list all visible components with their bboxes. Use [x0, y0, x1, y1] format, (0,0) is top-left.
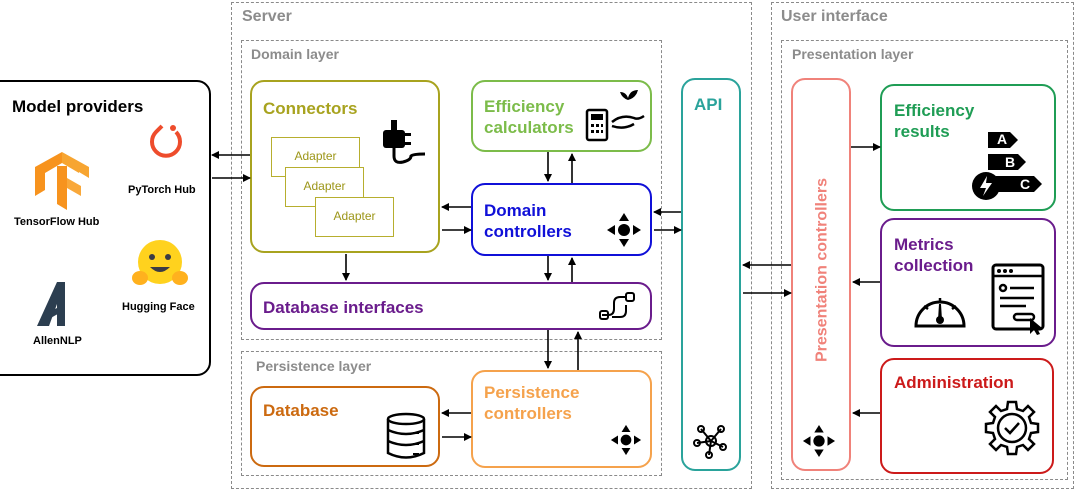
grade-c-label: C: [1020, 176, 1031, 192]
allennlp-label: AllenNLP: [33, 335, 82, 347]
tensorflow-logo-icon: [35, 152, 89, 210]
model-providers-box: Model providers: [0, 80, 211, 376]
pytorch-logo-icon: [150, 124, 182, 158]
connectors-title: Connectors: [263, 99, 358, 118]
administration-box: Administration: [880, 358, 1054, 474]
pytorch-hub-label: PyTorch Hub: [128, 184, 196, 196]
presentation-layer-frame: Presentation layer: [781, 40, 1068, 480]
api-box: API: [681, 78, 741, 471]
gear-check-icon: [984, 400, 1040, 456]
persistence-controllers-title-line1: Persistence: [484, 383, 580, 402]
hugging-face-logo-icon: [132, 240, 188, 285]
server-title: Server: [242, 8, 292, 25]
calculator-plant-icon: [585, 90, 645, 142]
efficiency-results-title-line1: Efficiency: [894, 101, 975, 120]
efficiency-results-title-line2: results: [894, 122, 950, 141]
domain-controllers-title-line2: controllers: [484, 222, 572, 241]
form-window-icon: [991, 263, 1045, 335]
network-hub-icon: [693, 425, 727, 459]
administration-title: Administration: [894, 373, 1014, 392]
persistence-controllers-box: Persistence controllers: [471, 370, 652, 468]
metrics-collection-title-line1: Metrics: [894, 235, 954, 254]
allennlp-logo-icon: [37, 282, 65, 326]
metrics-collection-box: Metrics collection: [880, 218, 1056, 347]
directional-pad-icon: [802, 424, 836, 458]
persistence-layer-title: Persistence layer: [256, 358, 372, 374]
model-providers-title: Model providers: [12, 97, 144, 116]
server-frame: Server: [231, 2, 752, 489]
tensorflow-hub-label: TensorFlow Hub: [14, 216, 100, 228]
database-box: Database: [250, 386, 440, 467]
user-interface-title: User interface: [781, 8, 888, 25]
domain-layer-frame: Domain layer: [241, 40, 662, 340]
efficiency-calculators-title-line2: calculators: [484, 118, 574, 137]
energy-label-icon: [972, 132, 1042, 200]
hugging-face-label: Hugging Face: [122, 301, 195, 313]
database-interfaces-box: Database interfaces: [250, 282, 652, 330]
domain-controllers-title-line1: Domain: [484, 201, 547, 220]
database-title: Database: [263, 401, 339, 420]
api-title: API: [694, 95, 723, 114]
persistence-layer-frame: Persistence layer: [241, 351, 662, 476]
directional-pad-icon: [607, 213, 641, 247]
persistence-controllers-title-line2: controllers: [484, 404, 572, 423]
cable-connector-icon: [599, 292, 635, 320]
gauge-icon: [914, 298, 966, 328]
metrics-collection-title-line2: collection: [894, 256, 974, 275]
grade-a-label: A: [997, 131, 1008, 147]
presentation-controllers-box: Presentation controllers: [791, 78, 851, 471]
presentation-layer-title: Presentation layer: [792, 46, 914, 62]
adapter-3: Adapter: [315, 197, 394, 237]
efficiency-calculators-title-line1: Efficiency: [484, 97, 565, 116]
database-stack-icon: [386, 412, 426, 459]
database-interfaces-title: Database interfaces: [263, 298, 424, 317]
domain-layer-title: Domain layer: [251, 46, 339, 62]
plug-icon: [383, 120, 426, 164]
grade-b-label: B: [1005, 154, 1016, 170]
directional-pad-icon: [610, 424, 642, 456]
user-interface-frame: User interface: [771, 2, 1074, 489]
